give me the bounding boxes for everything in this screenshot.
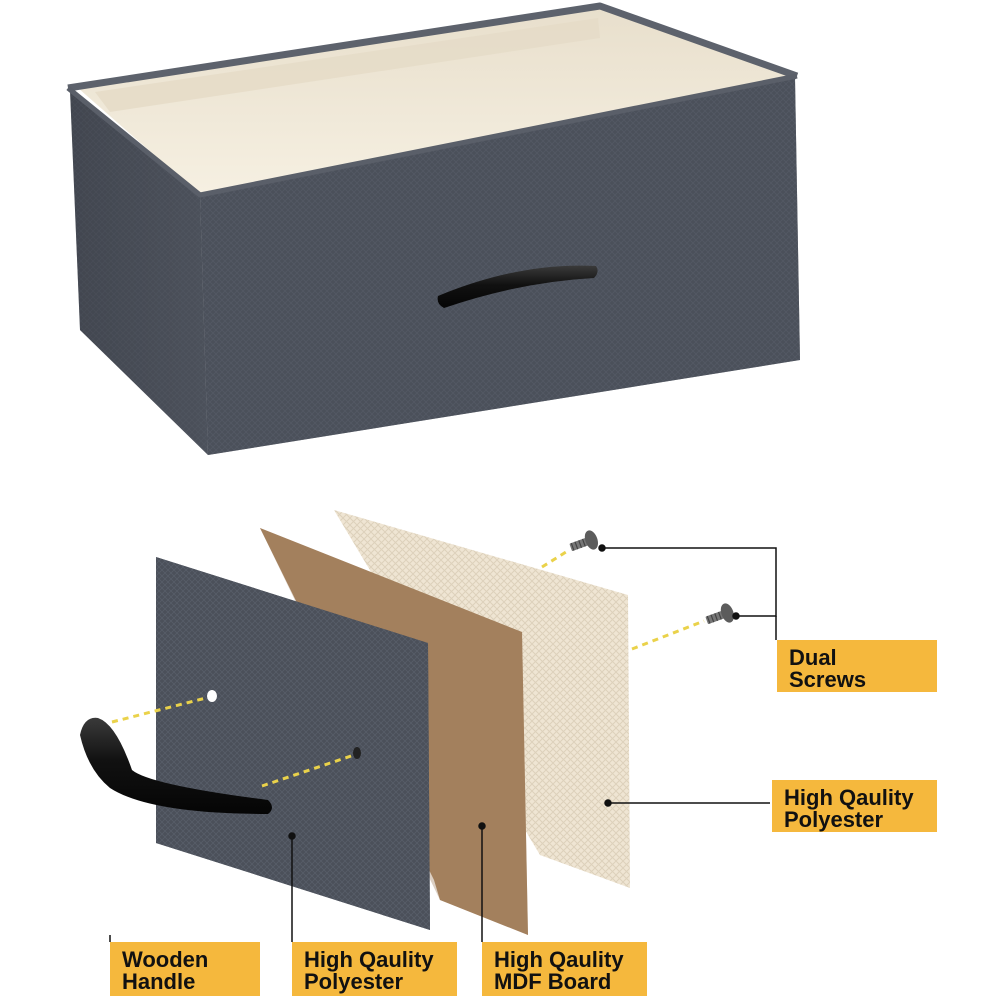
label-mdf-board-line1: High Qaulity: [494, 947, 624, 972]
box-inner-lining: [78, 8, 795, 195]
leader-lines: [109, 544, 777, 942]
label-mdf-board-line2: MDF Board: [494, 969, 612, 994]
label-polyester-right: High Qaulity Polyester: [772, 780, 937, 832]
label-polyester-bottom-line1: High Qaulity: [304, 947, 434, 972]
handle-hole-bottom: [353, 747, 361, 759]
label-dual-screws-line2: Screws: [789, 667, 867, 692]
label-dual-screws: Dual Screws: [777, 640, 937, 692]
label-polyester-right-line2: Polyester: [784, 807, 884, 832]
label-wooden-handle: Wooden Handle: [110, 942, 260, 996]
screw-top: [569, 530, 599, 551]
box-handle: [437, 265, 598, 308]
label-polyester-bottom: High Qaulity Polyester: [292, 942, 457, 996]
label-polyester-bottom-line2: Polyester: [304, 969, 404, 994]
label-wooden-handle-line1: Wooden: [122, 947, 209, 972]
screw-bottom: [705, 603, 735, 624]
wooden-handle: [80, 717, 272, 814]
label-dual-screws-line1: Dual: [789, 645, 837, 670]
label-wooden-handle-line2: Handle: [122, 969, 196, 994]
storage-box: [66, 2, 800, 455]
label-polyester-right-line1: High Qaulity: [784, 785, 914, 810]
assembly-guides: [111, 550, 705, 788]
handle-hole-top: [207, 690, 217, 702]
label-mdf-board: High Qaulity MDF Board: [482, 942, 647, 996]
